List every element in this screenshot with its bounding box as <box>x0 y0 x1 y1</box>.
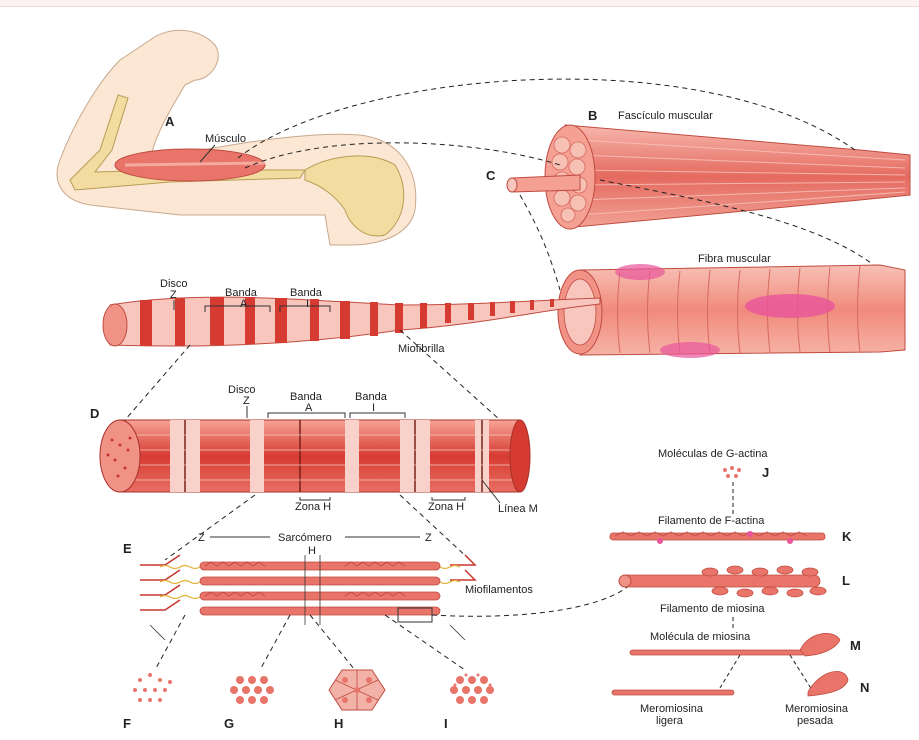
label-g-actina: Moléculas de G-actina <box>658 448 768 460</box>
label-mero-pesada-1: Meromiosina <box>785 703 849 715</box>
label-musculo: Músculo <box>205 133 246 145</box>
label-sarcomero: Sarcómero <box>278 532 332 544</box>
g-actin-molecules <box>723 466 741 478</box>
label-disco-d: Disco <box>228 384 256 396</box>
label-fasciculo: Fascículo muscular <box>618 110 713 122</box>
nucleus <box>745 294 835 318</box>
f-actin-filament <box>610 531 825 544</box>
light-meromyosin <box>612 690 734 695</box>
letter-N: N <box>860 680 869 695</box>
label-z-right: Z <box>425 532 432 544</box>
label-mero-ligera-2: ligera <box>656 715 684 727</box>
label-f-actina: Filamento de F-actina <box>658 515 765 527</box>
letter-B: B <box>588 108 597 123</box>
letter-G: G <box>224 716 234 731</box>
nucleus <box>660 342 720 358</box>
cross-section-H <box>329 670 385 710</box>
myofibril-detail <box>100 420 530 492</box>
cross-section-G <box>230 676 274 704</box>
cross-section-I <box>450 674 494 705</box>
label-z-d: Z <box>243 395 250 407</box>
label-zona-h-1: Zona H <box>295 501 331 513</box>
letter-I: I <box>444 716 448 731</box>
label-h-sarc: H <box>308 545 316 557</box>
letter-E: E <box>123 541 132 556</box>
letter-A: A <box>165 114 175 129</box>
single-fiber-stub <box>507 175 580 192</box>
label-miofilamentos: Miofilamentos <box>465 584 533 596</box>
letter-J: J <box>762 465 769 480</box>
label-i-d: I <box>372 402 375 414</box>
label-mol-miosina: Molécula de miosina <box>650 631 751 643</box>
nucleus <box>615 264 665 280</box>
heavy-meromyosin <box>808 671 848 696</box>
myosin-filament <box>619 566 826 597</box>
label-i-top: I <box>306 298 309 310</box>
label-zona-h-2: Zona H <box>428 501 464 513</box>
letter-M: M <box>850 638 861 653</box>
label-mero-ligera-1: Meromiosina <box>640 703 704 715</box>
label-z-left: Z <box>198 532 205 544</box>
label-a-d: A <box>305 402 313 414</box>
letter-L: L <box>842 573 850 588</box>
connector-lines-meromyosin <box>720 655 812 690</box>
letter-H: H <box>334 716 343 731</box>
myofibril <box>103 297 600 346</box>
label-mero-pesada-2: pesada <box>797 715 834 727</box>
letter-C: C <box>486 168 496 183</box>
label-a-top: A <box>240 298 248 310</box>
cross-section-F <box>133 673 172 702</box>
letter-K: K <box>842 529 852 544</box>
letter-D: D <box>90 406 99 421</box>
label-z-top: Z <box>170 289 177 301</box>
letter-F: F <box>123 716 131 731</box>
sarcomere <box>140 555 475 640</box>
label-linea-m: Línea M <box>498 503 538 515</box>
label-fil-miosina: Filamento de miosina <box>660 603 765 615</box>
fascicle <box>545 125 910 229</box>
muscle-fiber <box>558 264 905 358</box>
label-fibra: Fibra muscular <box>698 253 771 265</box>
